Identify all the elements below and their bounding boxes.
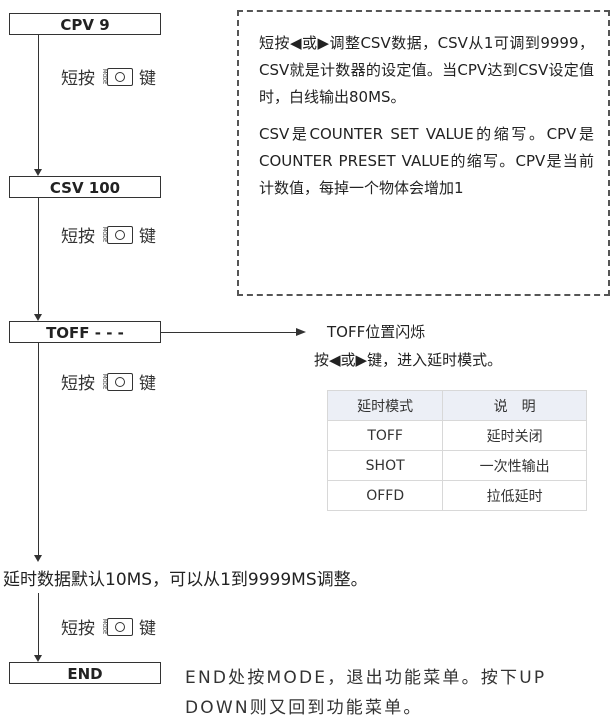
table-header-mode: 延时模式 [326,390,444,421]
toff-box: TOFF - - - [9,321,161,343]
step-press-mode-4: 短按 MODE 键 [61,614,156,639]
step-suffix: 键 [139,619,156,639]
delay-default-text: 延时数据默认10MS，可以从1到9999MS调整。 [3,570,368,590]
step-press-mode-1: 短按 MODE 键 [61,64,156,89]
table-cell: 延时关闭 [442,420,587,451]
delay-mode-table: 延时模式 说 明 TOFF 延时关闭 SHOT 一次性输出 OFFD 拉低延时 [326,390,587,511]
table-row: SHOT 一次性输出 [326,450,587,481]
table-cell: OFFD [326,480,444,511]
step-prefix: 短按 [61,227,95,247]
cpv-box: CPV 9 [9,13,161,35]
end-exit-text: END处按MODE，退出功能菜单。按下UP DOWN则又回到功能菜单。 [185,668,547,718]
connector-3-arrow [34,555,42,562]
note-paragraph-1: 短按◀或▶调整CSV数据，CSV从1可调到9999，CSV就是计数器的设定值。当… [259,34,594,106]
table-cell: 拉低延时 [442,480,587,511]
connector-3 [38,343,39,555]
step-prefix: 短按 [61,69,95,89]
toff-connector [161,332,296,333]
mode-key-icon: MODE [101,617,133,636]
note-paragraph-2: CSV是COUNTER SET VALUE的缩写。CPV是COUNTER PRE… [259,125,594,197]
end-box: END [9,662,161,684]
toff-flash-text: TOFF位置闪烁 [327,323,426,341]
csv-cpv-note: 短按◀或▶调整CSV数据，CSV从1可调到9999，CSV就是计数器的设定值。当… [237,10,610,296]
connector-1 [38,35,39,169]
step-prefix: 短按 [61,619,95,639]
connector-2-arrow [34,314,42,321]
toff-enter-delay-text: 按◀或▶键，进入延时模式。 [314,351,503,369]
mode-key-icon: MODE [101,372,133,391]
step-suffix: 键 [139,374,156,394]
step-press-mode-2: 短按 MODE 键 [61,222,156,247]
mode-key-icon: MODE [101,225,133,244]
table-row: OFFD 拉低延时 [326,480,587,511]
step-suffix: 键 [139,69,156,89]
step-press-mode-3: 短按 MODE 键 [61,369,156,394]
mode-key-icon: MODE [101,67,133,86]
table-header-desc: 说 明 [442,390,587,421]
table-row: TOFF 延时关闭 [326,420,587,451]
connector-4-arrow [34,655,42,662]
table-cell: SHOT [326,450,444,481]
step-prefix: 短按 [61,374,95,394]
toff-connector-arrow [296,328,306,336]
connector-1-arrow [34,169,42,176]
table-cell: 一次性输出 [442,450,587,481]
table-cell: TOFF [326,420,444,451]
connector-4 [38,593,39,655]
csv-box: CSV 100 [9,176,161,198]
table-header-row: 延时模式 说 明 [326,390,587,421]
connector-2 [38,198,39,314]
step-suffix: 键 [139,227,156,247]
